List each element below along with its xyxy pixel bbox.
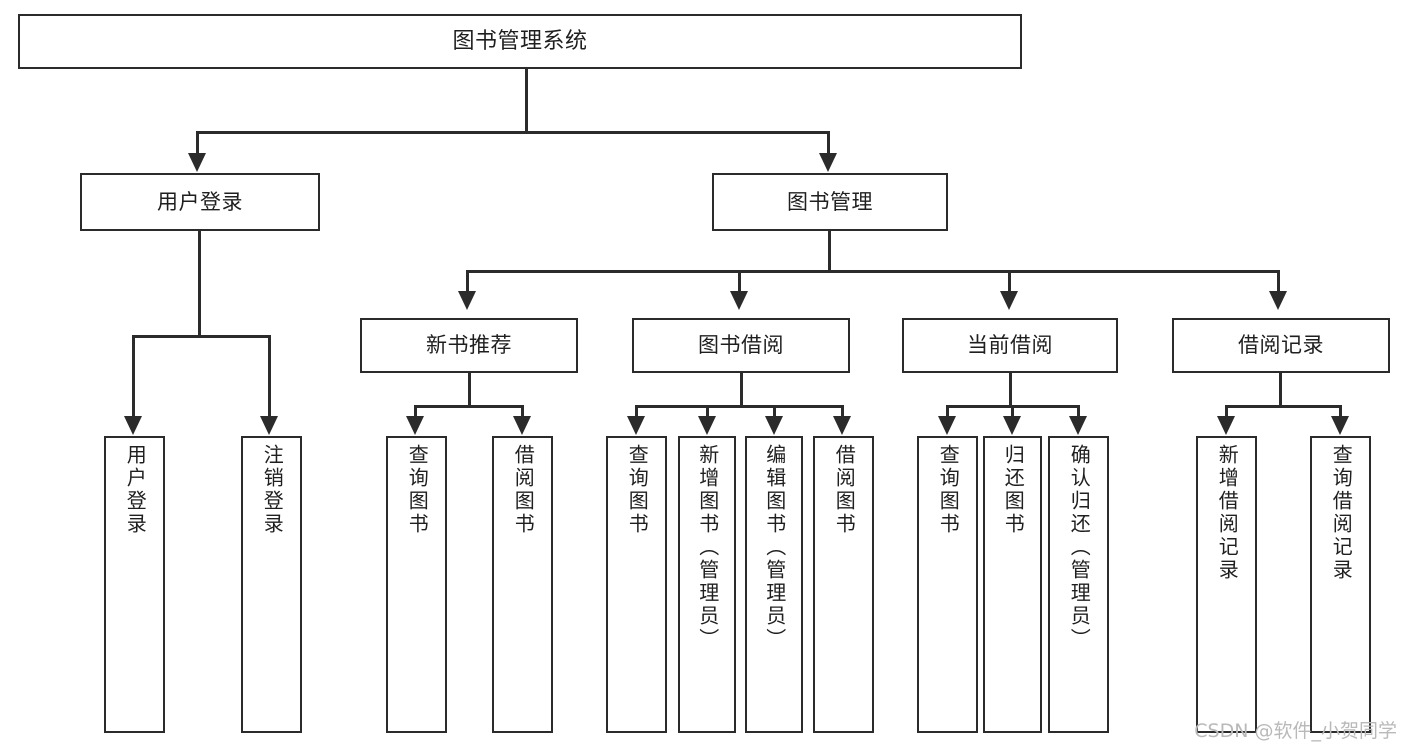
node-label: 图书借阅 xyxy=(698,333,784,358)
node-label: 图书管理 xyxy=(787,189,873,214)
node-book-borrow[interactable]: 图书借阅 xyxy=(632,318,850,373)
connector-root-stem xyxy=(525,69,528,133)
leaf-edit-book-admin[interactable]: 编辑图书（管理员） xyxy=(745,436,803,733)
connector-user-login-child-1 xyxy=(132,335,135,419)
leaf-logout[interactable]: 注销登录 xyxy=(241,436,302,733)
arrowhead-query-book-bb xyxy=(627,416,645,435)
node-borrow-record[interactable]: 借阅记录 xyxy=(1172,318,1390,373)
connector-new-book-child-1 xyxy=(414,405,417,419)
node-book-management[interactable]: 图书管理 xyxy=(712,173,948,231)
leaf-query-book-new-recommend[interactable]: 查询图书 xyxy=(386,436,447,733)
connector-bm-to-borrow-record xyxy=(1277,270,1280,294)
connector-root-to-book-management xyxy=(827,131,830,156)
node-label: 查询借阅记录 xyxy=(1329,444,1354,582)
connector-bm-to-new-book xyxy=(466,270,469,294)
connector-user-login-bar xyxy=(132,335,268,338)
node-label: 查询图书 xyxy=(625,444,650,536)
connector-user-login-stem xyxy=(198,231,201,337)
connector-new-book-bar xyxy=(414,405,524,408)
node-label: 编辑图书（管理员） xyxy=(762,444,787,651)
node-root-book-management-system[interactable]: 图书管理系统 xyxy=(18,14,1022,69)
node-label: 查询图书 xyxy=(936,444,961,536)
connector-user-login-child-2 xyxy=(268,335,271,419)
node-label: 借阅图书 xyxy=(511,444,536,536)
node-label: 用户登录 xyxy=(157,189,243,214)
arrowhead-query-book-cb xyxy=(938,416,956,435)
connector-bb-child-3 xyxy=(773,405,776,419)
connector-book-borrow-bar xyxy=(635,405,844,408)
arrowhead-book-management xyxy=(819,153,837,172)
arrowhead-book-borrow xyxy=(730,291,748,310)
leaf-return-book-current[interactable]: 归还图书 xyxy=(983,436,1042,733)
connector-book-management-bar xyxy=(466,270,1280,273)
node-label: 注销登录 xyxy=(260,444,285,536)
arrowhead-new-book-recommend xyxy=(458,291,476,310)
arrowhead-current-borrow xyxy=(1000,291,1018,310)
connector-root-bar xyxy=(196,131,830,134)
node-label: 归还图书 xyxy=(1001,444,1026,536)
connector-bb-child-4 xyxy=(841,405,844,419)
arrowhead-return-book-cb xyxy=(1003,416,1021,435)
connector-bb-child-1 xyxy=(635,405,638,419)
arrowhead-leaf-logout xyxy=(260,416,278,435)
node-label: 借阅记录 xyxy=(1238,333,1324,358)
node-label: 用户登录 xyxy=(123,444,148,536)
arrowhead-add-book-bb xyxy=(698,416,716,435)
connector-br-child-1 xyxy=(1225,405,1228,419)
connector-cb-child-2 xyxy=(1011,405,1014,419)
leaf-user-login[interactable]: 用户登录 xyxy=(104,436,165,733)
leaf-query-book-current[interactable]: 查询图书 xyxy=(917,436,978,733)
leaf-add-borrow-record[interactable]: 新增借阅记录 xyxy=(1196,436,1257,733)
arrowhead-borrow-book-nb xyxy=(513,416,531,435)
node-label: 借阅图书 xyxy=(832,444,857,536)
connector-new-book-child-2 xyxy=(521,405,524,419)
node-user-login[interactable]: 用户登录 xyxy=(80,173,320,231)
leaf-confirm-return-admin[interactable]: 确认归还（管理员） xyxy=(1048,436,1109,733)
node-label: 新书推荐 xyxy=(426,333,512,358)
arrowhead-add-record-br xyxy=(1217,416,1235,435)
connector-borrow-record-stem xyxy=(1279,373,1282,407)
node-label: 新增图书（管理员） xyxy=(695,444,720,651)
arrowhead-query-book-nb xyxy=(406,416,424,435)
leaf-borrow-book-new-recommend[interactable]: 借阅图书 xyxy=(492,436,553,733)
arrowhead-edit-book-bb xyxy=(765,416,783,435)
connector-bm-to-book-borrow xyxy=(738,270,741,294)
arrowhead-query-record-br xyxy=(1331,416,1349,435)
connector-book-management-stem xyxy=(828,231,831,272)
node-current-borrow[interactable]: 当前借阅 xyxy=(902,318,1118,373)
connector-borrow-record-bar xyxy=(1225,405,1342,408)
connector-bb-child-2 xyxy=(706,405,709,419)
arrowhead-confirm-return-cb xyxy=(1069,416,1087,435)
leaf-add-book-admin[interactable]: 新增图书（管理员） xyxy=(678,436,736,733)
connector-current-borrow-stem xyxy=(1009,373,1012,407)
connector-root-to-user-login xyxy=(196,131,199,156)
node-label: 新增借阅记录 xyxy=(1215,444,1240,582)
leaf-borrow-book-borrow[interactable]: 借阅图书 xyxy=(813,436,874,733)
arrowhead-user-login xyxy=(188,153,206,172)
csdn-watermark: CSDN @软件_小贺同学 xyxy=(1194,720,1397,742)
node-label: 查询图书 xyxy=(405,444,430,536)
arrowhead-borrow-book-bb xyxy=(833,416,851,435)
connector-bm-to-current-borrow xyxy=(1008,270,1011,294)
arrowhead-leaf-user-login xyxy=(124,416,142,435)
arrowhead-borrow-record xyxy=(1269,291,1287,310)
connector-book-borrow-stem xyxy=(740,373,743,407)
connector-cb-child-3 xyxy=(1077,405,1080,419)
connector-new-book-stem xyxy=(468,373,471,407)
leaf-query-book-borrow[interactable]: 查询图书 xyxy=(606,436,667,733)
node-label: 确认归还（管理员） xyxy=(1067,444,1092,651)
node-label: 图书管理系统 xyxy=(452,28,588,54)
connector-cb-child-1 xyxy=(946,405,949,419)
node-new-book-recommend[interactable]: 新书推荐 xyxy=(360,318,578,373)
leaf-query-borrow-record[interactable]: 查询借阅记录 xyxy=(1310,436,1371,733)
connector-br-child-2 xyxy=(1339,405,1342,419)
node-label: 当前借阅 xyxy=(967,333,1053,358)
